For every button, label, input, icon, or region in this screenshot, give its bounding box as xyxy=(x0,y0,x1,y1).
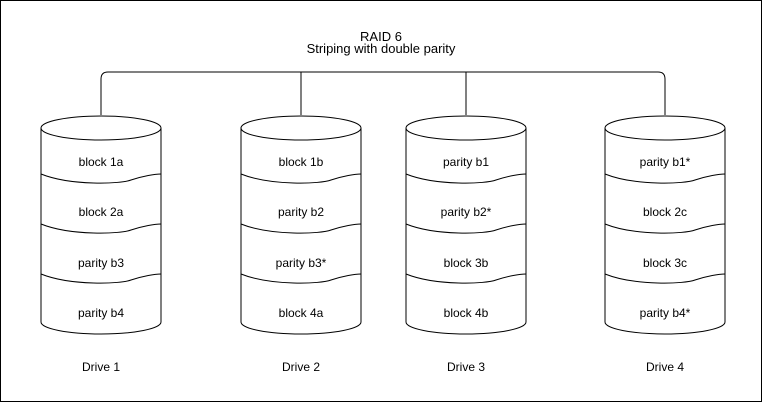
drive-4: parity b1* block 2c block 3c parity b4* Driv… xyxy=(604,115,726,374)
drive-2: block 1b parity b2 parity b3* block 4a Drive… xyxy=(240,115,362,374)
block-separator xyxy=(405,273,527,284)
block-separator xyxy=(604,173,726,184)
block-label: block 3c xyxy=(643,256,687,270)
block-label: parity b3* xyxy=(276,256,327,270)
block-separator xyxy=(40,273,162,284)
block-separator xyxy=(40,223,162,234)
diagram-title: RAID 6 xyxy=(360,29,402,44)
block-separator xyxy=(405,173,527,184)
diagram-subtitle: Striping with double parity xyxy=(307,41,456,56)
block-label: block 1b xyxy=(279,155,324,169)
block-label: parity b2 xyxy=(278,205,324,219)
drive-label: Drive 3 xyxy=(447,360,485,374)
drive-label: Drive 2 xyxy=(282,360,320,374)
connector-bus xyxy=(100,71,666,115)
block-label: parity b1 xyxy=(443,155,489,169)
drive-cylinder-top xyxy=(604,115,726,141)
block-separator xyxy=(405,223,527,234)
drive-1: block 1a block 2a parity b3 parity b4 Drive … xyxy=(40,115,162,374)
drives-group: block 1a block 2a parity b3 parity b4 Drive … xyxy=(40,115,726,374)
block-label: block 3b xyxy=(444,256,489,270)
drive-cylinder-top xyxy=(40,115,162,141)
block-label: parity b1* xyxy=(640,155,691,169)
drive-label: Drive 1 xyxy=(82,360,120,374)
block-label: block 2a xyxy=(79,205,124,219)
block-label: block 2c xyxy=(643,205,687,219)
block-label: parity b4* xyxy=(640,306,691,320)
block-separator xyxy=(40,173,162,184)
drive-cylinder-top xyxy=(405,115,527,141)
block-label: block 4a xyxy=(279,306,324,320)
block-label: parity b4 xyxy=(78,306,124,320)
drive-label: Drive 4 xyxy=(646,360,684,374)
drive-3: parity b1 parity b2* block 3b block 4b Drive… xyxy=(405,115,527,374)
block-separator xyxy=(240,273,362,284)
block-separator xyxy=(604,223,726,234)
drive-cylinder-top xyxy=(240,115,362,141)
block-label: block 1a xyxy=(79,155,124,169)
block-label: block 4b xyxy=(444,306,489,320)
block-label: parity b3 xyxy=(78,256,124,270)
block-label: parity b2* xyxy=(441,205,492,219)
block-separator xyxy=(240,223,362,234)
block-separator xyxy=(604,273,726,284)
block-separator xyxy=(240,173,362,184)
